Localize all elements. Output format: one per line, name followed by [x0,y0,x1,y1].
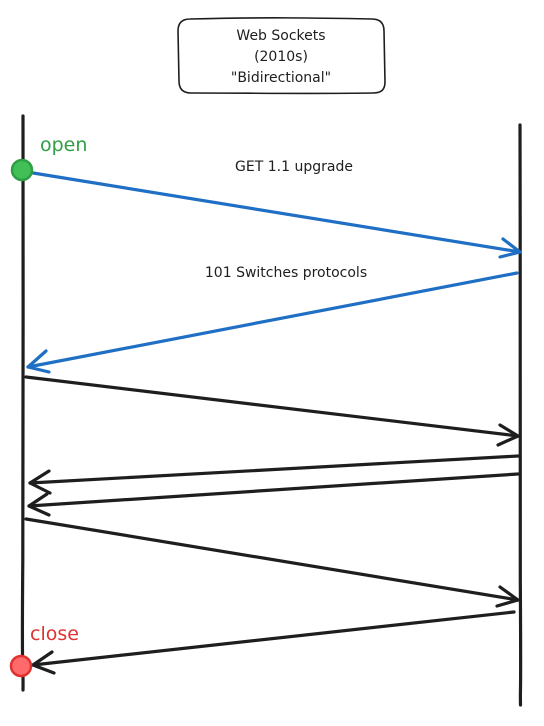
title-box-border [177,17,386,95]
upgrade-request-label: GET 1.1 upgrade [235,159,353,175]
switch-response-arrow [26,271,519,374]
server-lifeline [518,123,523,707]
close-state-label: close [30,623,79,645]
close-frame-arrow [31,610,516,675]
data-frame-client-to-server-1 [24,375,520,447]
title-line-2: (2010s) [254,49,308,65]
client-lifeline [20,114,25,692]
data-frame-client-to-server-2 [24,517,520,608]
upgrade-request-arrow [25,170,522,259]
close-state-marker [9,654,33,678]
switch-response-label: 101 Switches protocols [205,265,367,281]
data-frame-server-to-client-2 [27,472,520,517]
title-line-3: "Bidirectional" [231,70,331,86]
open-state-label: open [40,134,87,156]
title-line-1: Web Sockets [236,28,325,44]
title-box: Web Sockets (2010s) "Bidirectional" [177,17,386,95]
data-frame-server-to-client-1 [28,454,520,495]
open-state-marker [10,158,34,182]
